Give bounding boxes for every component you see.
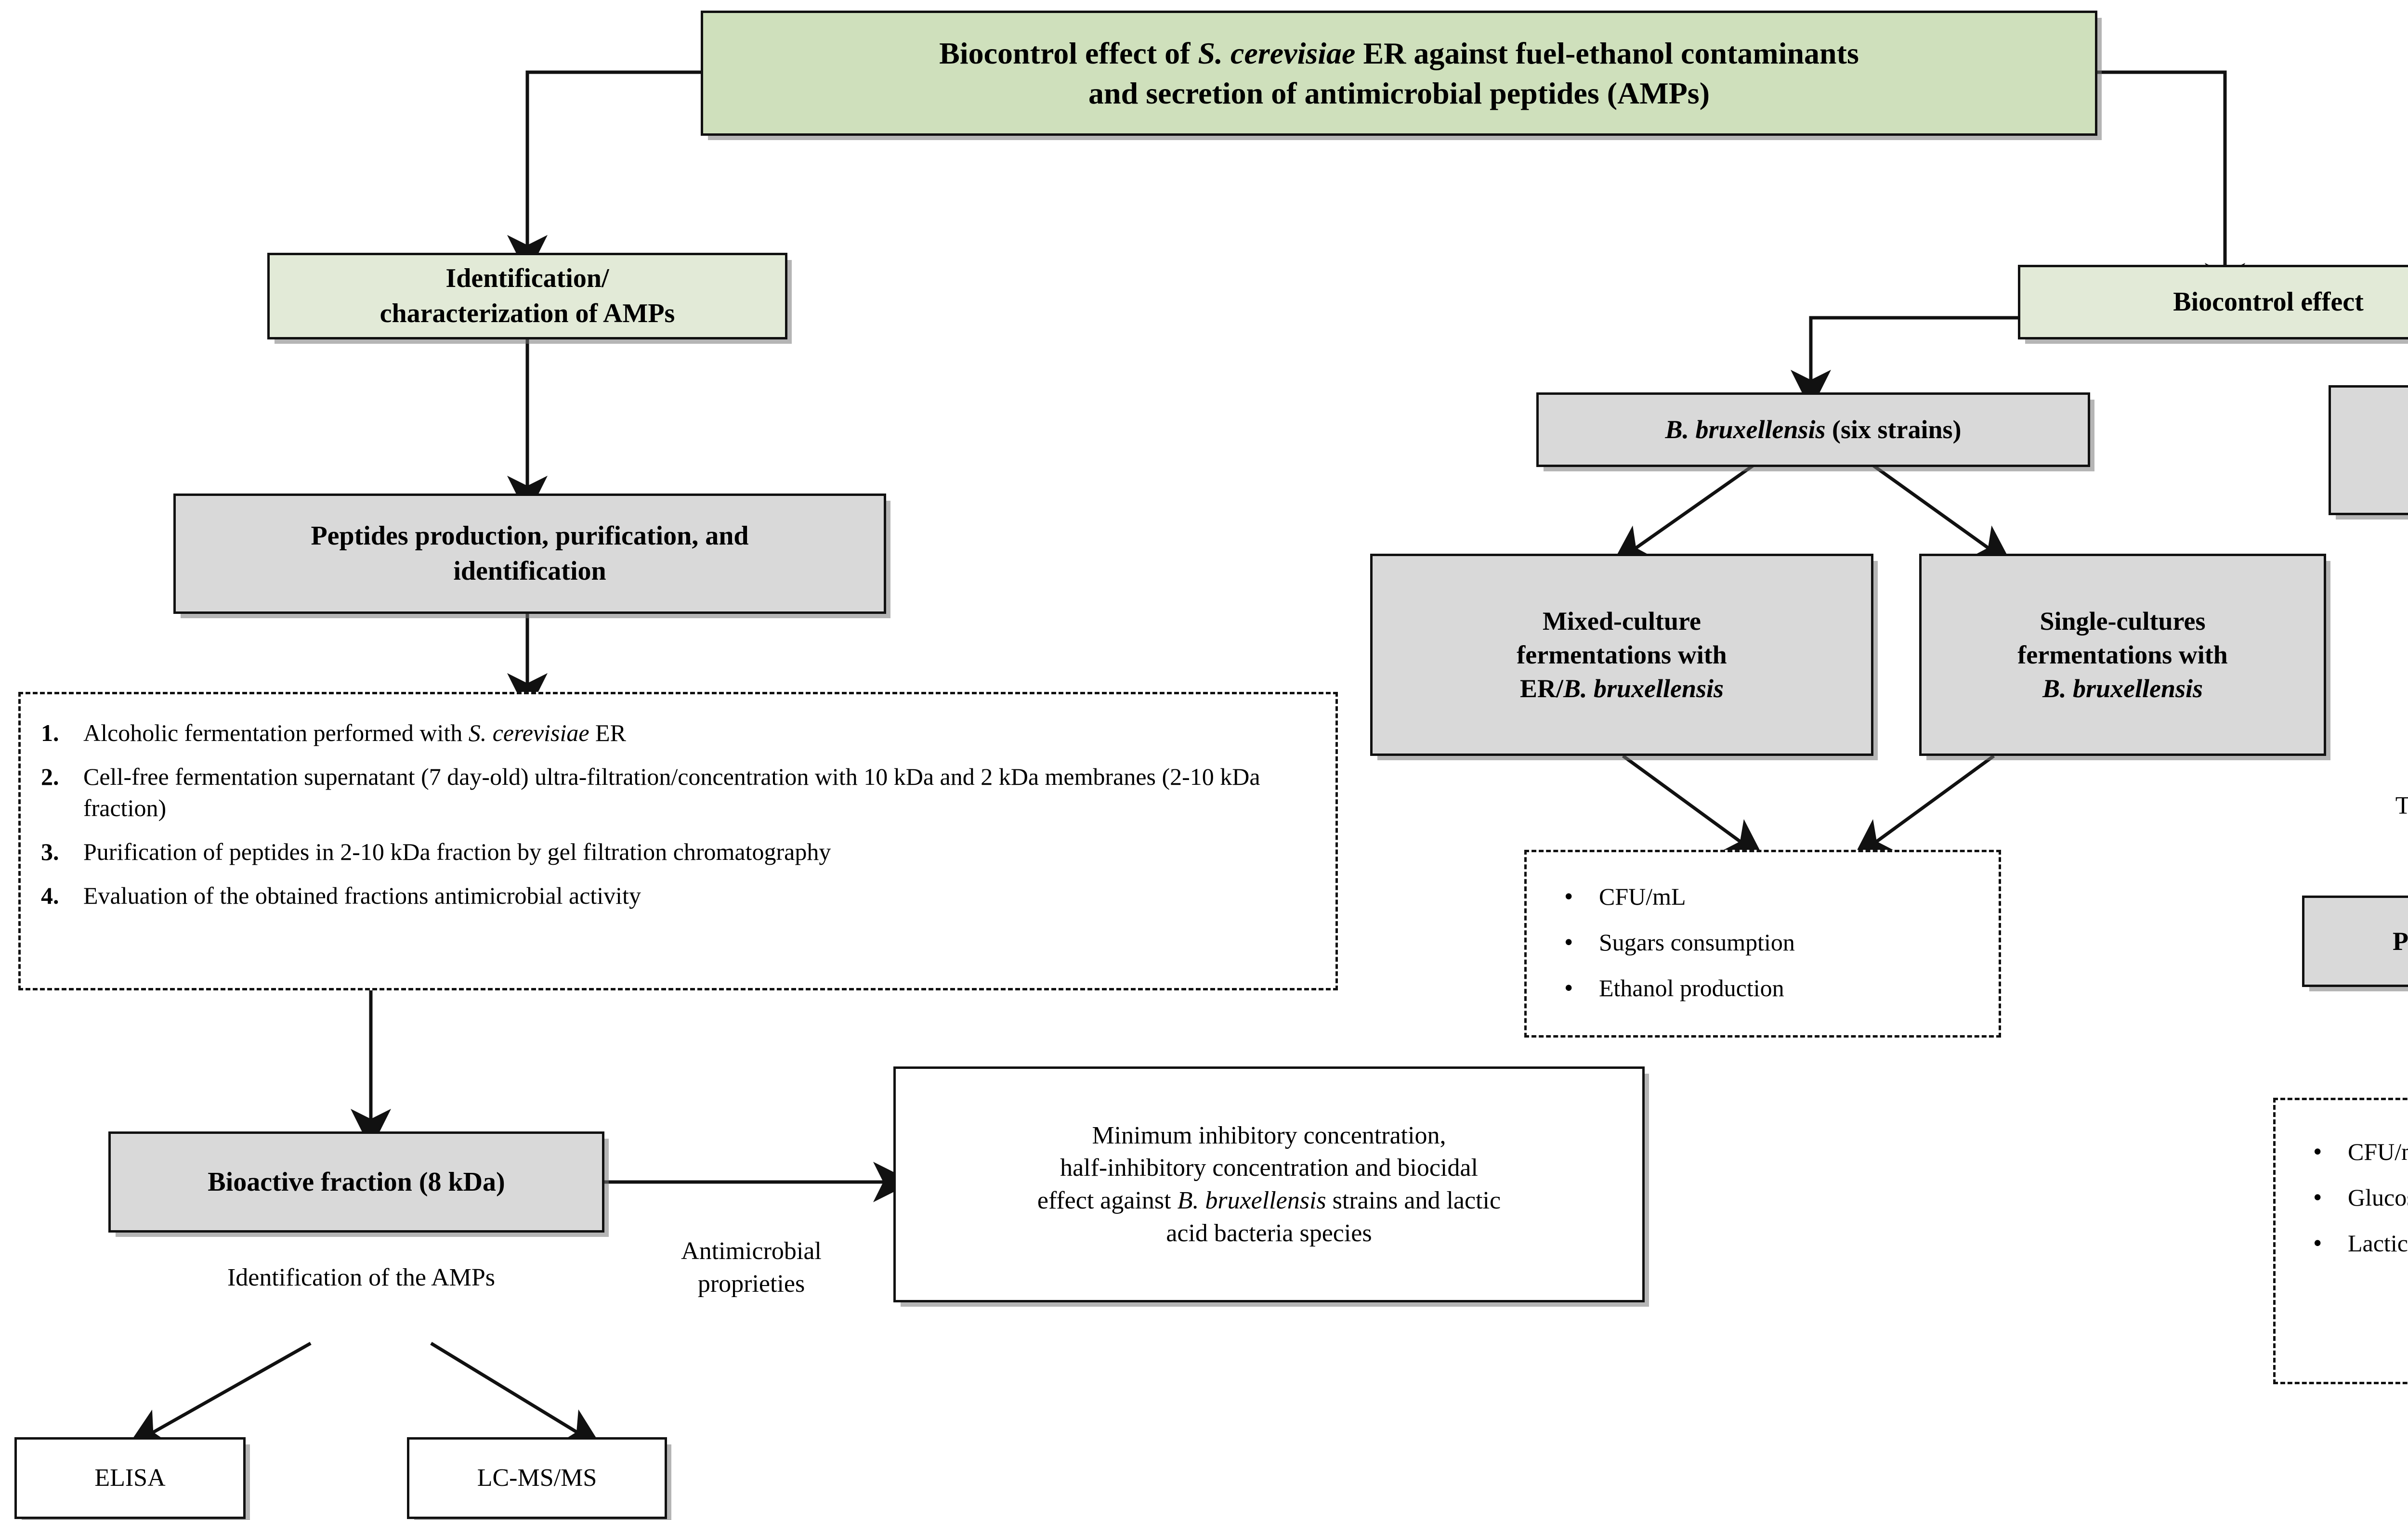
- title-species-name: S. cerevisiae: [1198, 36, 1356, 70]
- lab-results-list: CFU/mL Glucose and malic acid consumptio…: [2276, 1135, 2408, 1260]
- step-1-species: S. cerevisiae: [468, 719, 589, 746]
- wire-brettanomyces-to-single: [1867, 461, 2013, 566]
- procedure-step: Cell-free fermentation supernatant (7 da…: [41, 761, 1307, 824]
- pepsin-assay-box: Pepsin-assay: [2302, 896, 2408, 987]
- wire-mixed-to-results: [1622, 754, 1765, 859]
- mixed-culture-box: Mixed-culture fermentations with ER/B. b…: [1370, 554, 1873, 756]
- mic-line3-pre: effect against: [1037, 1187, 1178, 1214]
- mixed-line3-pre: ER/: [1519, 674, 1563, 703]
- single-culture-box: Single-cultures fermentations with B. br…: [1919, 554, 2326, 756]
- wire-title-to-identification: [507, 70, 705, 275]
- lab-growth-label: LAB growth in a cell-free supernatants p…: [2321, 551, 2408, 649]
- wire-bioactive-to-elisa: [127, 1341, 312, 1447]
- antimicrobial-line1: Antimicrobial: [681, 1237, 822, 1265]
- mic-line3-post: strains and lactic: [1326, 1187, 1501, 1214]
- wire-title-to-biocontrol: [2093, 70, 2245, 303]
- mixed-line2: fermentations with: [1517, 640, 1727, 669]
- lab-box: Lactic acid bacteria (LAB) (six strains): [2329, 385, 2408, 515]
- identification-line2: characterization of AMPs: [380, 299, 675, 328]
- antimicrobial-proprieties-label: Antimicrobial proprieties: [621, 1235, 881, 1300]
- lcmsms-label: LC-MS/MS: [477, 1464, 597, 1492]
- result-item: Lactic acid production: [2313, 1227, 2408, 1260]
- identification-box: Identification/ characterization of AMPs: [267, 253, 787, 339]
- wire-biocontrol-to-brettanomyces: [1791, 316, 2020, 410]
- brettanomyces-species: B. bruxellensis: [1665, 415, 1826, 444]
- step-4-text: Evaluation of the obtained fractions ant…: [83, 882, 641, 909]
- identification-line1: Identification/: [445, 263, 609, 294]
- step-1-text-pre: Alcoholic fermentation performed with: [83, 719, 469, 746]
- result-item: Ethanol production: [1564, 972, 1984, 1004]
- procedure-step: Alcoholic fermentation performed with S.…: [41, 717, 1307, 749]
- result-item: Glucose and malic acid consumption: [2313, 1181, 2408, 1214]
- single-species: B. bruxellensis: [2042, 674, 2203, 703]
- result-item: CFU/mL: [1564, 880, 1984, 913]
- wire-bioactive-to-lcmsms: [430, 1342, 602, 1448]
- single-line1: Single-cultures: [2040, 606, 2206, 636]
- biocontrol-effect-box: Biocontrol effect: [2018, 265, 2408, 339]
- lab-results-box: CFU/mL Glucose and malic acid consumptio…: [2273, 1098, 2408, 1384]
- step-2-text: Cell-free fermentation supernatant (7 da…: [83, 763, 1260, 821]
- biocontrol-effect-label: Biocontrol effect: [2173, 287, 2364, 317]
- title-line2: and secretion of antimicrobial peptides …: [1088, 76, 1710, 110]
- fermentation-results-box: CFU/mL Sugars consumption Ethanol produc…: [1524, 850, 2001, 1038]
- mic-results-box: Minimum inhibitory concentration, half-i…: [893, 1066, 1645, 1302]
- mic-species: B. bruxellensis: [1177, 1187, 1326, 1214]
- antimicrobial-line2: proprieties: [697, 1270, 805, 1298]
- lcmsms-box: LC-MS/MS: [407, 1437, 667, 1519]
- elisa-label: ELISA: [94, 1464, 166, 1492]
- bioactive-fraction-label: Bioactive fraction (8 kDa): [208, 1167, 505, 1197]
- pepsin-assay-label: Pepsin-assay: [2392, 926, 2408, 956]
- wire-single-to-results: [1852, 754, 1995, 859]
- step-3-text: Purification of peptides in 2-10 kDa fra…: [83, 838, 831, 865]
- wire-brettanomyces-to-mixed: [1611, 461, 1759, 566]
- title-line1-suffix: ER against fuel-ethanol contaminants: [1355, 36, 1859, 70]
- identification-of-amps-label: Identification of the AMPs: [227, 1264, 496, 1291]
- step-1-text-post: ER: [589, 719, 626, 746]
- mic-line2: half-inhibitory concentration and biocid…: [1060, 1154, 1478, 1182]
- elisa-box: ELISA: [14, 1437, 246, 1519]
- mixed-species: B. bruxellensis: [1563, 674, 1724, 703]
- result-item: CFU/mL: [2313, 1135, 2408, 1168]
- procedure-steps-box: Alcoholic fermentation performed with S.…: [18, 692, 1338, 990]
- mixed-line1: Mixed-culture: [1543, 606, 1701, 636]
- brettanomyces-box: B. bruxellensis (six strains): [1536, 392, 2090, 467]
- single-line2: fermentations with: [2017, 640, 2228, 669]
- fermentation-results-list: CFU/mL Sugars consumption Ethanol produc…: [1527, 880, 1999, 1004]
- brettanomyces-suffix: (six strains): [1825, 415, 1962, 444]
- title-line1-prefix: Biocontrol effect of: [939, 36, 1198, 70]
- mic-line4: acid bacteria species: [1166, 1219, 1372, 1247]
- procedure-step: Evaluation of the obtained fractions ant…: [41, 880, 1307, 911]
- procedure-step: Purification of peptides in 2-10 kDa fra…: [41, 836, 1307, 868]
- procedure-steps-list: Alcoholic fermentation performed with S.…: [21, 717, 1335, 911]
- bioactive-fraction-box: Bioactive fraction (8 kDa): [108, 1131, 604, 1233]
- peptides-line1: Peptides production, purification, and: [311, 521, 749, 551]
- peptides-production-box: Peptides production, purification, and i…: [173, 494, 886, 614]
- treated-with-pepsin-label: Treated with pepsin: [2242, 790, 2408, 855]
- title-box: Biocontrol effect of S. cerevisiae ER ag…: [701, 11, 2097, 136]
- peptides-line2: identification: [453, 556, 606, 586]
- mic-line1: Minimum inhibitory concentration,: [1092, 1121, 1446, 1149]
- result-item: Sugars consumption: [1564, 926, 1984, 959]
- treated-line1: Treated with: [2395, 792, 2408, 819]
